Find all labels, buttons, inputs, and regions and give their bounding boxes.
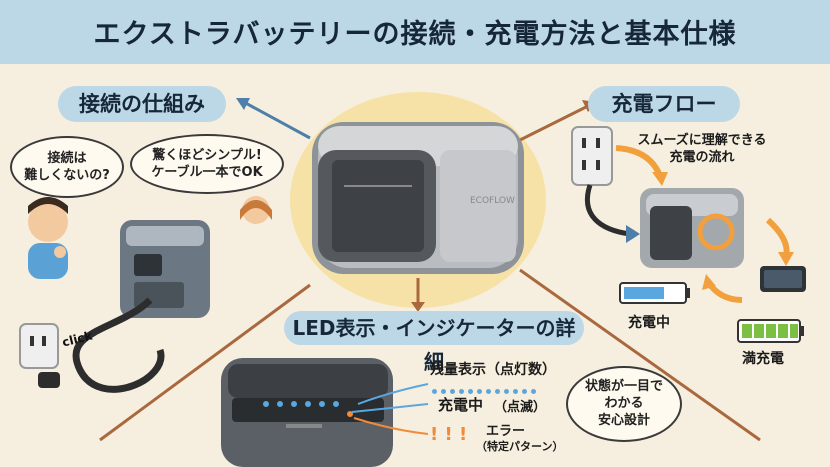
heading-led: LED表示・インジケーターの詳細 bbox=[284, 311, 584, 374]
led-charging-label: 充電中 bbox=[438, 396, 484, 414]
arrow-to-led-head bbox=[411, 302, 425, 312]
power-station-left bbox=[120, 220, 210, 318]
answer-line-1: 驚くほどシンプル! bbox=[152, 148, 262, 163]
person-illustration bbox=[28, 197, 68, 279]
heading-connection: 接続の仕組み bbox=[58, 86, 226, 122]
question-line-2: 難しくないの? bbox=[24, 168, 110, 183]
led-error-sub: （特定パターン） bbox=[476, 440, 564, 453]
flow-caption-line-2: 充電の流れ bbox=[669, 150, 735, 165]
flow-arrow-in bbox=[626, 225, 640, 243]
safety-line-2: わかる bbox=[604, 396, 644, 411]
question-bubble: 接続は 難しくないの? bbox=[10, 136, 124, 198]
flow-charging-label: 充電中 bbox=[628, 315, 670, 331]
title-banner bbox=[0, 0, 830, 64]
woman-illustration bbox=[240, 196, 272, 224]
heading-flow: 充電フロー bbox=[588, 86, 740, 122]
led-callout-2 bbox=[351, 403, 429, 413]
answer-line-2: ケーブル一本でOK bbox=[151, 165, 263, 180]
connection-cable bbox=[72, 297, 165, 393]
brand-logo: ECOFLOW bbox=[470, 196, 515, 206]
led-remaining-label: 残量表示（点灯数） bbox=[430, 362, 556, 378]
battery-charging-icon bbox=[619, 282, 690, 304]
led-callout-3 bbox=[353, 417, 429, 435]
answer-bubble: 驚くほどシンプル! ケーブル一本でOK bbox=[130, 134, 284, 194]
page-title: エクストラバッテリーの接続・充電方法と基本仕様 bbox=[93, 19, 737, 50]
divider-left bbox=[99, 283, 311, 442]
led-error-label: エラー bbox=[486, 424, 526, 439]
power-station-right bbox=[640, 188, 744, 268]
led-remaining-dots bbox=[432, 379, 540, 398]
error-warning-icon: ! ! ! bbox=[430, 424, 468, 445]
wall-outlet-right bbox=[571, 126, 613, 186]
safety-line-3: 安心設計 bbox=[597, 413, 650, 428]
orange-arrow-1 bbox=[615, 145, 663, 178]
arrow-to-connection bbox=[239, 98, 311, 140]
question-line-1: 接続は bbox=[47, 151, 87, 166]
safety-bubble: 状態が一目で わかる 安心設計 bbox=[566, 366, 682, 442]
battery-full-icon bbox=[737, 319, 804, 343]
arrow-to-flow bbox=[519, 103, 591, 142]
arrow-to-connection-head bbox=[236, 98, 250, 110]
divider-right bbox=[519, 268, 761, 442]
wall-outlet-left bbox=[19, 323, 59, 369]
led-panel bbox=[221, 358, 393, 467]
led-charging-suffix: （点滅） bbox=[494, 400, 547, 415]
flow-caption-line-1: スムーズに理解できる bbox=[637, 133, 767, 148]
flow-caption: スムーズに理解できる 充電の流れ bbox=[622, 132, 782, 166]
safety-line-1: 状態が一目で bbox=[584, 379, 663, 394]
flow-cable bbox=[584, 184, 631, 237]
phone-icon bbox=[760, 266, 806, 292]
extra-battery-product: ECOFLOW bbox=[312, 122, 524, 274]
orange-arrow-2 bbox=[765, 217, 790, 257]
flow-full-label: 満充電 bbox=[742, 351, 784, 367]
led-callout-1 bbox=[357, 383, 429, 405]
plug bbox=[38, 372, 60, 388]
